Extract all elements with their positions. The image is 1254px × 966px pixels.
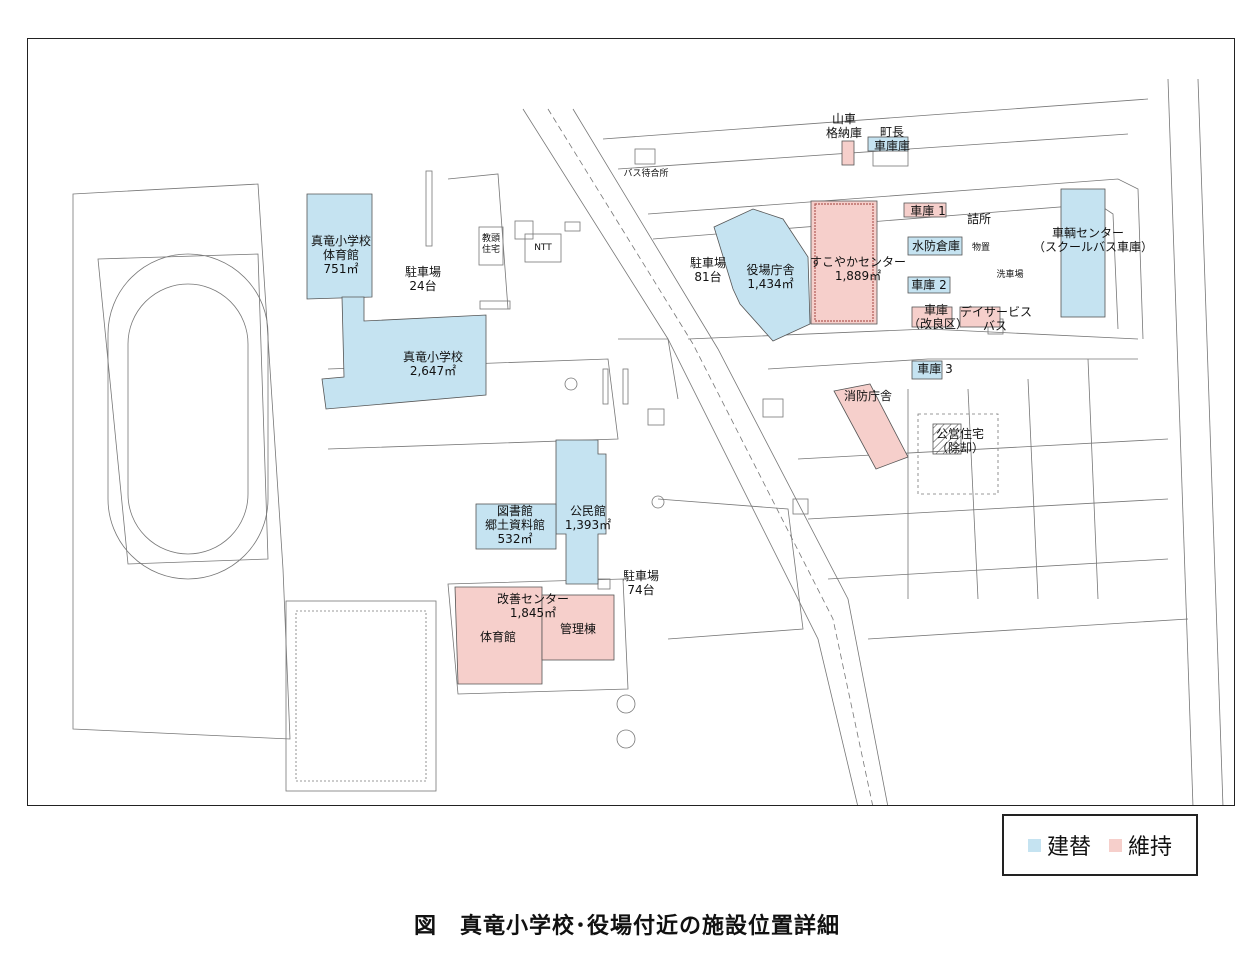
block-library [475,503,557,550]
block-garage1 [903,202,947,218]
map-background-lines [72,78,1224,805]
label-garage-kairyo: 車庫（改良区） [908,303,969,331]
label-public-housing: 公営住宅（除却） [935,427,984,455]
label-garage2: 車庫 2 [911,278,947,292]
block-sukoyaka [810,200,878,325]
label-admin-bldg: 管理棟 [559,622,596,636]
block-dayservice-bus [959,306,1001,328]
block-garage2 [907,276,951,294]
label-gym: 体育館 [479,630,516,644]
map-drawing [72,78,1224,805]
label-dayservice-bus: デイサービスバス [960,305,1033,333]
legend: 建替 維持 [1002,814,1198,876]
figure-caption: 図 真竜小学校･役場付近の施設位置詳細 [413,914,840,939]
block-garage3 [911,360,943,380]
block-kaizen-admin [541,594,615,661]
label-ntt: NTT [534,243,552,253]
block-vehicle-center [1060,188,1106,318]
label-garage3: 車庫 3 [917,362,953,376]
block-public-housing [932,423,962,455]
label-teacher-house: 教頭住宅 [481,234,500,255]
block-kaizen-gym [454,586,543,685]
facility-blocks [306,136,1106,685]
legend-label-rebuild: 建替 [1046,835,1091,860]
block-fire-office [833,383,909,470]
label-mountain-garage: 山車格納庫 [825,112,862,140]
label-car-wash: 洗車場 [996,270,1024,280]
legend-swatch-maintain [1109,838,1122,852]
block-mayor-garage [867,136,909,152]
label-bus-stop: バス待合所 [623,169,669,179]
label-flood-storage: 水防倉庫 [911,239,960,253]
label-tsumesho: 詰所 [966,212,991,226]
block-school-gym [306,193,373,300]
block-mountain-garage [841,140,855,166]
block-garage-kairyo [911,306,953,328]
legend-label-maintain: 維持 [1128,835,1173,860]
block-school [321,296,487,410]
label-mayor-garage: 町長車庫庫 [873,125,910,153]
label-vehicle-center: 車輌センター（スクールバス車庫） [1033,226,1154,254]
label-storage: 物置 [971,243,990,253]
legend-swatch-rebuild [1027,838,1041,852]
label-garage1: 車庫 1 [910,204,946,218]
block-community-hall [555,439,607,585]
label-fire-office: 消防庁舎 [843,389,892,403]
legend-item-maintain: 維持 [1109,829,1172,861]
block-flood-storage [907,236,963,256]
block-town-office [713,208,811,342]
legend-item-rebuild: 建替 [1027,829,1091,861]
